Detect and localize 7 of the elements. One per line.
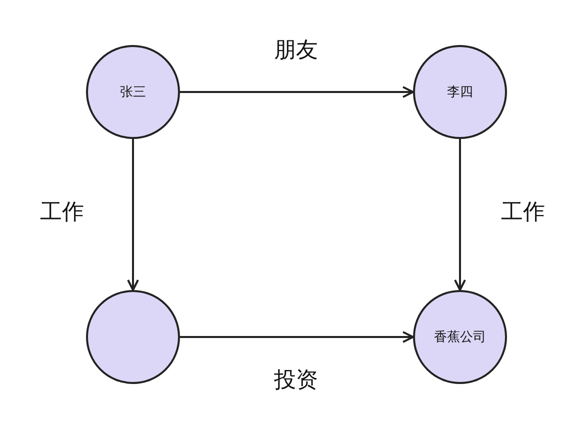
node-label: 李四 bbox=[447, 84, 473, 101]
node-label: 香蕉公司 bbox=[434, 329, 486, 346]
arrow bbox=[180, 331, 414, 343]
arrow bbox=[454, 139, 466, 291]
node-label: 张三 bbox=[120, 84, 146, 101]
arrow bbox=[127, 139, 139, 291]
arrow bbox=[180, 86, 414, 98]
